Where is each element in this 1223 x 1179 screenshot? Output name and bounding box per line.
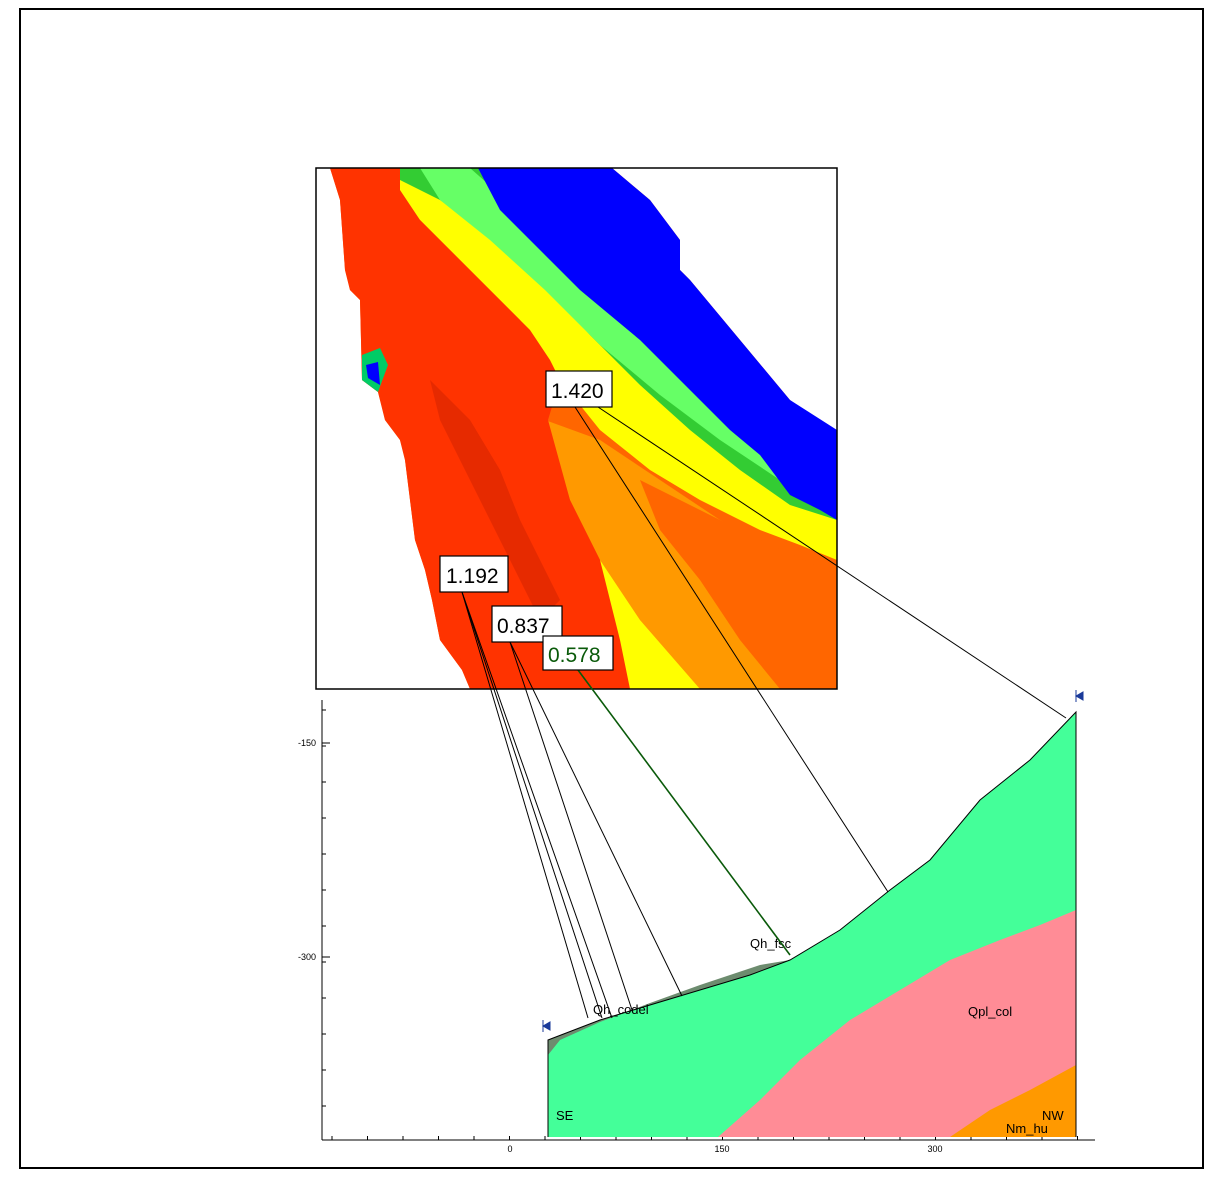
map-border	[315, 167, 838, 690]
label-qh-fsc: Qh_fsc	[750, 936, 792, 951]
safety-factor-contour-map	[316, 168, 837, 689]
contour-blue-band	[478, 168, 837, 520]
section-end-marker	[1074, 690, 1084, 702]
factor-label-fs2: 1.192	[439, 555, 509, 593]
contour-red-zone	[330, 168, 630, 689]
factor-value-fs2: 1.192	[446, 565, 499, 588]
contour-dark-red-patch	[430, 380, 560, 620]
x-axis-ticks: 0 150 300	[331, 1136, 1078, 1154]
figure-border	[19, 8, 1204, 1169]
label-nm-hu: Nm_hu	[1006, 1121, 1048, 1136]
factor-value-fs3: 0.837	[497, 615, 550, 638]
connector-fs4	[577, 669, 791, 956]
y-axis-ticks: -150 -300	[298, 709, 330, 1107]
label-qh-codel: Qh_codel	[593, 1002, 649, 1017]
section-start-marker	[541, 1020, 551, 1032]
label-section-end: NW	[1042, 1108, 1064, 1123]
factor-label-fs4: 0.578	[542, 635, 614, 671]
connector-fs2-a	[461, 591, 589, 1019]
unit-qpl-col	[718, 910, 1076, 1137]
contour-yellow-band	[380, 168, 837, 560]
x-tick-label: 0	[508, 1144, 513, 1154]
factor-value-fs4: 0.578	[548, 644, 601, 667]
y-tick-label: -300	[298, 952, 316, 962]
ground-surface	[547, 710, 1077, 1137]
x-tick-label: 300	[928, 1144, 943, 1154]
connector-fs1-top	[597, 406, 1067, 719]
map-nodata-left	[316, 168, 470, 689]
label-section-start: SE	[556, 1108, 574, 1123]
map-nodata-right	[612, 168, 837, 440]
factor-value-fs1: 1.420	[551, 380, 604, 403]
contour-yellow-bottom	[600, 560, 700, 689]
y-tick-label: -150	[298, 738, 316, 748]
contour-dark-orange-wedge	[640, 480, 837, 689]
connector-fs2-c	[461, 591, 613, 1019]
contour-spot-blue	[366, 362, 380, 385]
connector-fs1-toe	[574, 406, 889, 893]
unit-nm-hu	[950, 1065, 1076, 1137]
connector-lines	[461, 406, 1067, 1019]
factor-label-fs1: 1.420	[545, 370, 613, 408]
label-qpl-col: Qpl_col	[968, 1004, 1012, 1019]
x-tick-label: 150	[715, 1144, 730, 1154]
connector-fs2-b	[461, 591, 603, 1019]
connector-fs3-a	[509, 641, 633, 1011]
connector-fs3-b	[509, 641, 683, 997]
cross-section: -150 -300 0 150 300 Qh_codel Qh_fsc Qpl_col…	[298, 690, 1095, 1154]
